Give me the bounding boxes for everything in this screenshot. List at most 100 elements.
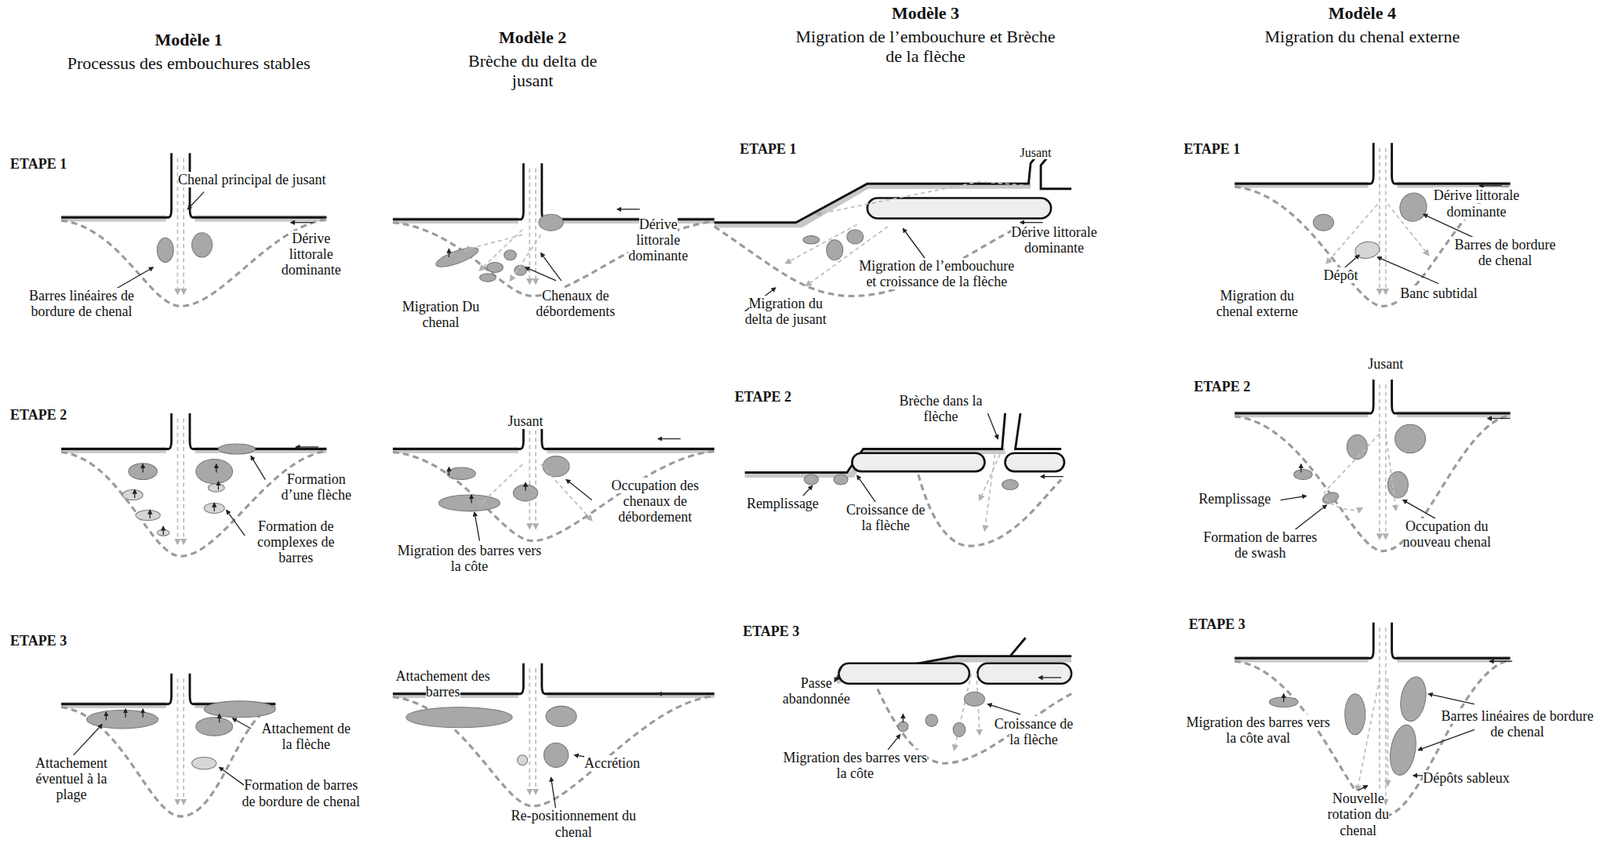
annotation: Formation de complexes de barres — [240, 518, 353, 566]
sand-bar — [538, 214, 564, 231]
chan-line — [534, 168, 537, 284]
annotation: Accrétion — [571, 755, 654, 771]
annotation: Barres linéaires de bordure de chenal — [22, 287, 141, 320]
drift-arrow — [1479, 185, 1502, 186]
sand-bar — [218, 443, 255, 455]
onshore-arrow — [902, 714, 904, 723]
drift-arrow — [1489, 660, 1513, 662]
chan-line — [984, 454, 995, 531]
sand-bar — [847, 229, 864, 244]
drift-arrow — [1020, 221, 1044, 223]
coast-line — [1010, 637, 1026, 656]
annotation: Migration des barres vers la côte — [392, 542, 546, 575]
annotation: Remplissage — [731, 495, 834, 512]
lead-line — [250, 456, 266, 480]
coast-line — [189, 673, 276, 705]
onshore-arrow — [141, 709, 143, 717]
chan-line — [1324, 433, 1380, 510]
sand-bar — [898, 721, 909, 732]
drift-arrow — [1040, 476, 1064, 477]
annotation: Dérive littorale dominante — [617, 216, 699, 264]
onshore-arrow — [124, 709, 126, 717]
sand-bar — [156, 237, 174, 262]
annotation: Dérive littorale dominante — [1422, 187, 1531, 219]
chan-line — [528, 423, 531, 529]
stage-label: ETAPE 1 — [1183, 141, 1276, 157]
spit — [838, 663, 970, 684]
spit — [977, 663, 1072, 684]
spit — [1005, 453, 1065, 472]
annotation: Barres linéaires de bordure de chenal — [1440, 708, 1594, 740]
stage-label: ETAPE 1 — [739, 141, 832, 157]
coast-line — [1392, 142, 1511, 184]
lead-line — [566, 480, 593, 501]
lead-line — [232, 718, 251, 729]
onshore-arrow — [163, 526, 164, 535]
onshore-arrow — [218, 714, 220, 723]
annotation: Attachement des barres — [386, 668, 499, 700]
lead-line — [987, 704, 1021, 715]
sand-bar — [128, 463, 157, 480]
spit — [851, 453, 985, 472]
lead-line — [857, 475, 878, 506]
lead-line — [1294, 505, 1328, 531]
model-title: Modèle 1 — [122, 30, 255, 51]
sand-bar — [196, 717, 233, 736]
lead-line — [887, 734, 901, 751]
sand-bar — [803, 236, 820, 244]
annotation: Migration de l’embouchure et croissance … — [858, 258, 1017, 290]
coast-line — [392, 163, 524, 220]
annotation: Banc subtidal — [1382, 285, 1495, 302]
coast-line — [61, 673, 172, 705]
model-title: Modèle 2 — [466, 28, 600, 48]
chan-line — [541, 464, 593, 521]
dash-line — [392, 450, 715, 541]
chan-line — [177, 418, 179, 544]
annotation: Migration du chenal externe — [1200, 287, 1313, 320]
chan-line — [953, 673, 971, 751]
onshore-arrow — [105, 712, 107, 720]
model-subtitle: Migration de l’embouchure et Brèche de l… — [787, 27, 1063, 66]
chan-line — [1326, 203, 1378, 263]
coast-line — [1234, 622, 1374, 659]
chan-line — [528, 168, 531, 284]
sand-bar — [447, 467, 476, 480]
lead-line — [551, 777, 557, 811]
sand-bar — [192, 756, 217, 770]
sand-bar — [87, 710, 159, 729]
stage-label: ETAPE 1 — [10, 156, 102, 172]
drift-arrow — [658, 438, 681, 440]
sand-bar — [833, 474, 848, 485]
annotation: Migration des barres vers la côte aval — [1181, 714, 1335, 746]
lead-line — [219, 767, 246, 786]
lead-line — [1345, 254, 1360, 268]
sand-bar — [1002, 480, 1019, 491]
sand-bar — [1387, 471, 1408, 499]
coast-line — [541, 663, 715, 695]
lead-line — [525, 267, 557, 281]
stage-label: ETAPE 2 — [1193, 378, 1286, 395]
annotation: Croissance de la flèche — [987, 716, 1080, 748]
chan-line — [182, 678, 185, 804]
annotation: Formation d’une flèche — [270, 471, 363, 503]
annotation: Jusant — [1005, 145, 1067, 160]
chan-line — [1378, 148, 1381, 295]
sand-bar — [803, 474, 819, 485]
sand-bar — [192, 232, 213, 258]
coast-line — [1234, 142, 1374, 184]
lead-line — [474, 512, 480, 541]
annotation: Migration du delta de jusant — [734, 295, 837, 328]
sand-bar — [203, 502, 225, 513]
annotation: Attachement de la flèche — [254, 720, 357, 753]
chan-line — [1378, 627, 1381, 804]
chan-line — [510, 234, 542, 281]
sand-bar — [203, 701, 276, 718]
annotation: Occupation des chenaux de débordement — [591, 477, 720, 525]
onshore-arrow — [134, 490, 135, 499]
onshore-arrow — [448, 467, 450, 476]
lead-line — [1403, 500, 1440, 521]
coast-line — [1392, 379, 1511, 414]
sand-bar — [543, 742, 568, 768]
onshore-arrow — [149, 510, 151, 519]
